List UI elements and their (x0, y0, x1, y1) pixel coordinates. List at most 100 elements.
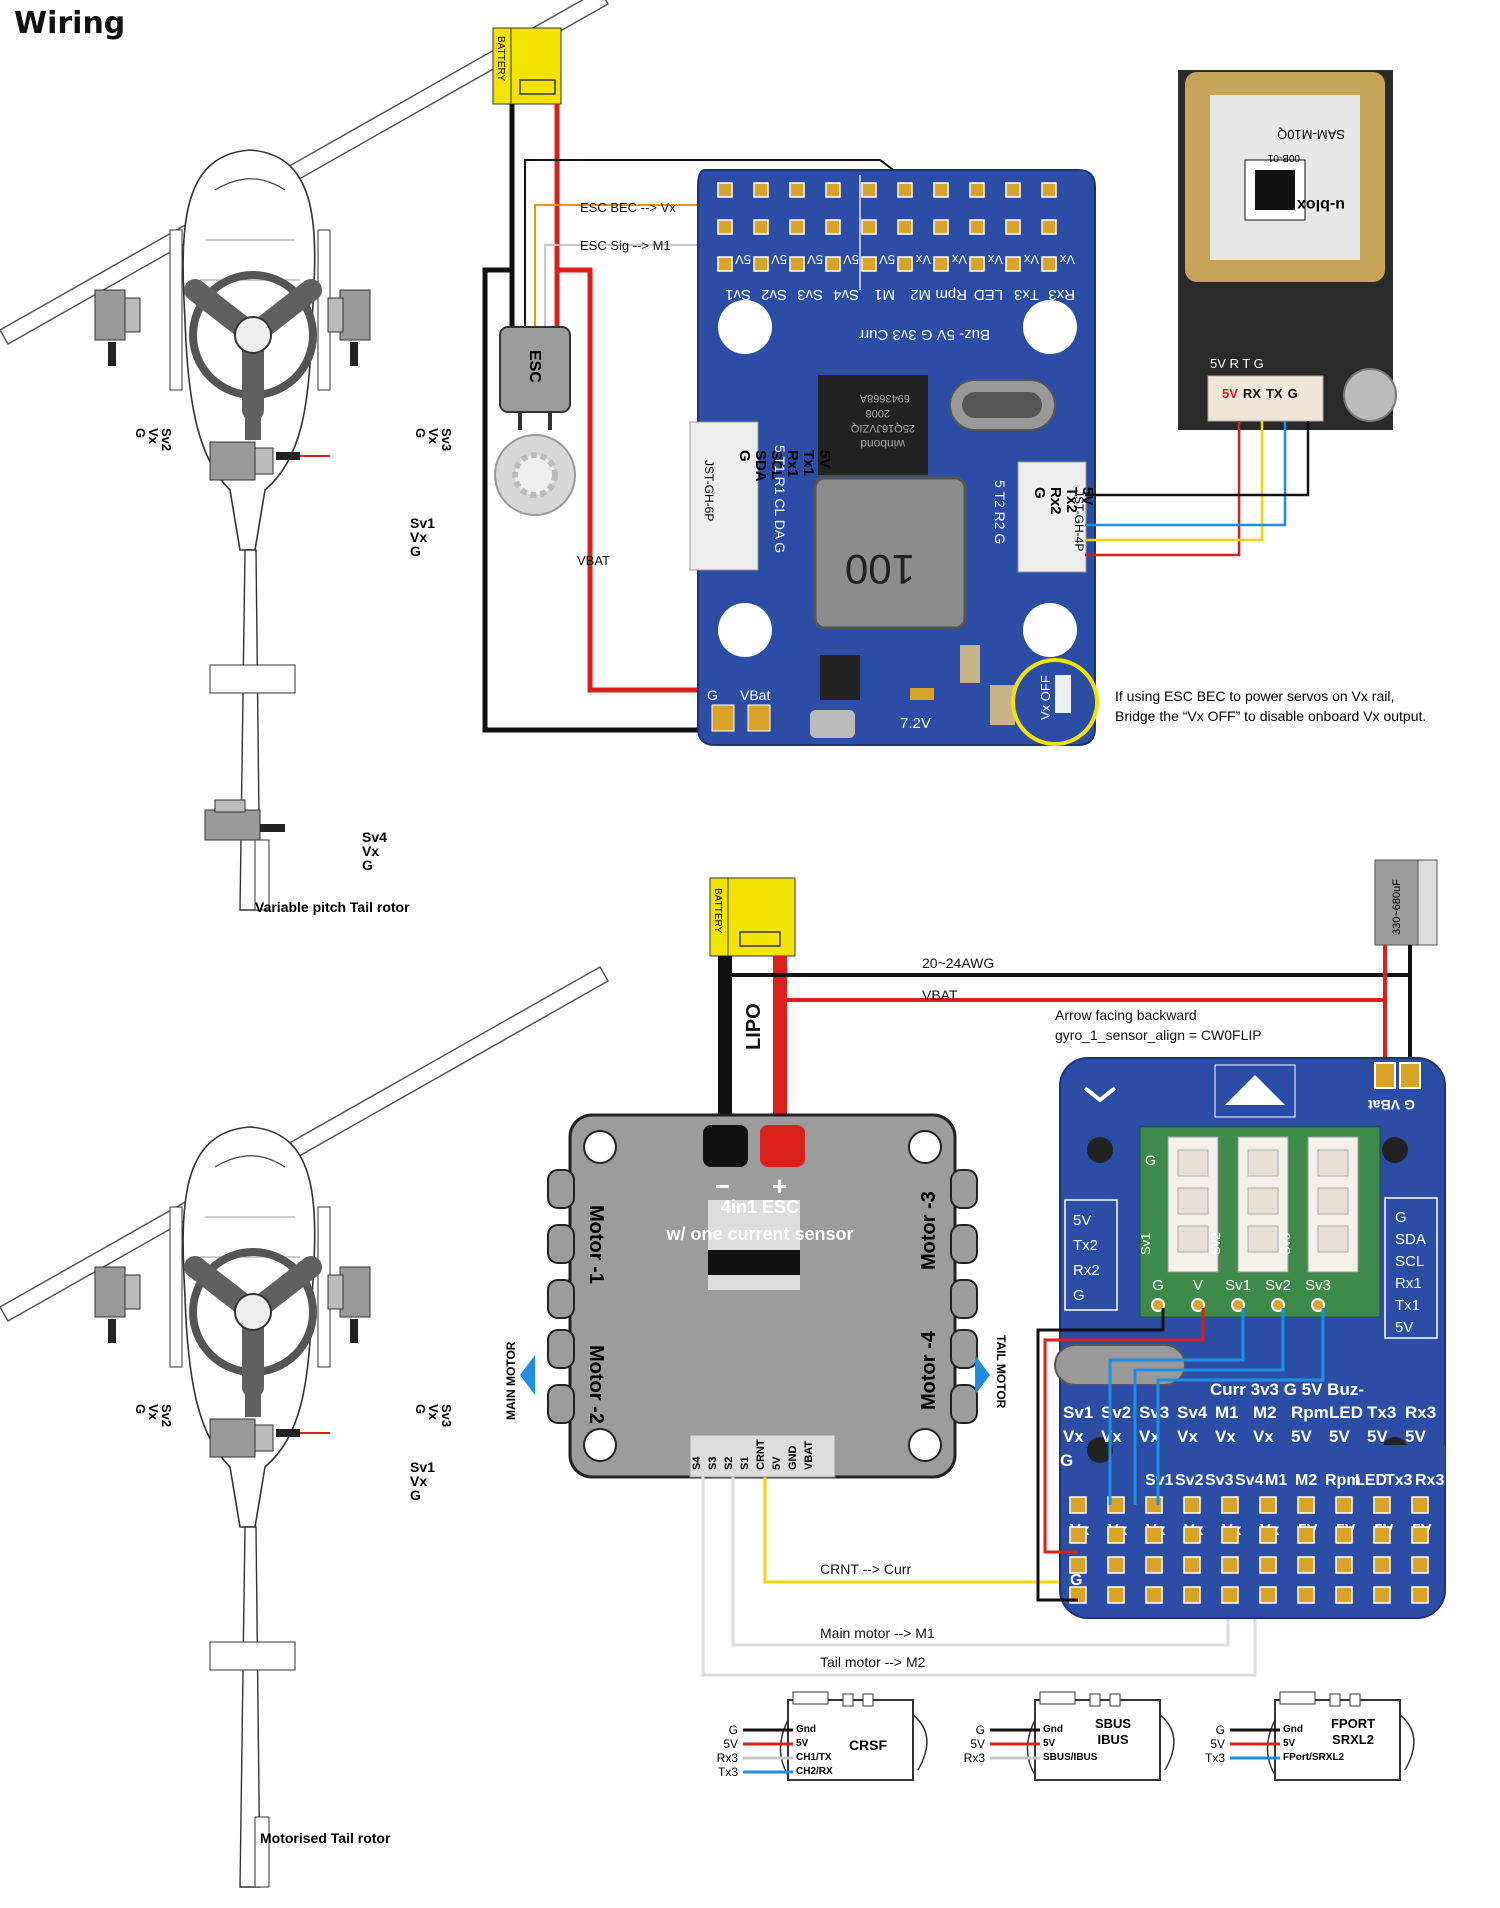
fc-bottom-pad (1411, 1526, 1429, 1544)
row-g-left: G (1060, 1451, 1073, 1470)
fc-bottom-pad (1145, 1586, 1163, 1604)
esc-tab (950, 1329, 978, 1369)
servo-label-part: Vx (426, 1404, 441, 1421)
fc-top-pin-label: 5V (735, 252, 751, 267)
battery-top-label: BATTERY (495, 36, 506, 82)
fc-top-pad (897, 219, 913, 235)
fc-top-pad (861, 219, 877, 235)
receiver-name: SRXL2 (1332, 1732, 1374, 1747)
fc-bottom-pad (1259, 1586, 1277, 1604)
servo-label-part: Sv2 (159, 1404, 174, 1427)
fc-bottom-pin-label: M2 (1295, 1472, 1317, 1489)
receiver-box (1034, 1699, 1161, 1781)
wire-label-vbat: VBAT (577, 553, 610, 568)
receiver-wire-label: 5V (970, 1737, 985, 1751)
fc-top-pin-label: 5V (879, 252, 895, 267)
fc-top-pin-label: LED (974, 286, 1003, 303)
left-silk-label: 5V (1073, 1212, 1091, 1229)
fc-bottom-pad (1373, 1586, 1391, 1604)
left-port-pin: SDA (752, 450, 769, 482)
bottom-helicopter (0, 967, 608, 1887)
servo-side-label: Sv2 (1208, 1233, 1223, 1255)
fc-bottom-pad (1069, 1556, 1087, 1574)
fc-bottom-pad (1183, 1526, 1201, 1544)
fc-bottom-pad (1259, 1556, 1277, 1574)
arrow-note-1: Arrow facing backward (1055, 1007, 1197, 1023)
chip-lot: 6943668A (859, 392, 910, 404)
fc-bottom-pad (1183, 1496, 1201, 1514)
right-silk-label: G (1395, 1209, 1407, 1226)
fc-top-pad (753, 256, 769, 272)
capacitor-label: 330~680uF (1391, 879, 1403, 935)
fc-bottom-pin-label: 5V (1291, 1427, 1312, 1446)
fc-top-pad (825, 256, 841, 272)
gps-wires (1085, 421, 1310, 557)
receiver-wire-label: 5V (1210, 1737, 1225, 1751)
fc-bottom-pad-g: G (1404, 1097, 1415, 1113)
fc-bottom-pin-label: M1 (1265, 1472, 1287, 1489)
left-port-pin: 5V (816, 450, 833, 468)
fc-bottom-pad (1297, 1526, 1315, 1544)
fc-top-pad (1005, 256, 1021, 272)
row-g-bottom: G (1070, 1572, 1082, 1589)
servo-label-part: Sv3 (439, 428, 454, 451)
fc-bottom-pin-label: Vx (1177, 1427, 1198, 1446)
left-port-pin: SCL (768, 450, 785, 480)
right-silk-label: Rx1 (1395, 1275, 1422, 1292)
fc-bottom-pad (1335, 1526, 1353, 1544)
fc-bottom-pin-label: Rx3 (1415, 1472, 1444, 1489)
fc-bottom-pin-label: Sv3 (1139, 1403, 1169, 1422)
receiver-wire-label: G (1216, 1723, 1225, 1737)
fc-bottom-pad (1373, 1526, 1391, 1544)
fc-bottom-pin-label: Vx (1063, 1427, 1084, 1446)
fc-bottom-pad-vbat: VBat (1368, 1097, 1400, 1113)
fc-bottom-pin-label: Rpm (1325, 1472, 1361, 1489)
esc-pin-label: S3 (707, 1457, 719, 1470)
servo-g-label: G (1145, 1152, 1156, 1168)
receiver-pin-label: 5V (796, 1738, 809, 1749)
fc-bottom-pad (1107, 1586, 1125, 1604)
esc-tab (950, 1384, 978, 1424)
servo-label-part: Vx (146, 428, 161, 445)
esc-pin-label: CRNT (755, 1439, 767, 1470)
gps-brand: u-blox (1297, 196, 1345, 213)
esc-tab (950, 1224, 978, 1264)
left-silk-label: Tx2 (1073, 1237, 1098, 1254)
esc-tab (547, 1224, 575, 1264)
receiver-name: IBUS (1097, 1732, 1128, 1747)
servo-header-label: V (1193, 1277, 1203, 1294)
servo-label-part: G (410, 543, 421, 559)
note-line-2: Bridge the “Vx OFF” to disable onboard V… (1115, 708, 1426, 724)
right-silk-label: SDA (1395, 1231, 1426, 1248)
receiver-name: CRSF (849, 1737, 888, 1753)
right-port-name: JST-GH-4P (1072, 490, 1086, 551)
servo-header-pad (1151, 1298, 1165, 1312)
receiver-antenna (1026, 1719, 1036, 1776)
fc-bottom-pad (1145, 1496, 1163, 1514)
receiver-connector (1089, 1693, 1101, 1707)
fc-bottom-pin-label: Rpm (1291, 1403, 1329, 1422)
fc-top-pad (1041, 256, 1057, 272)
receiver-pin-label: CH2/RX (796, 1766, 833, 1777)
receiver-connector (1349, 1693, 1361, 1707)
receiver-connector (862, 1693, 874, 1707)
servo-label-part: Sv4 (362, 829, 387, 845)
fc-top-pad (1005, 182, 1021, 198)
fc-top-pin-label: 5V (843, 252, 859, 267)
fc-bottom-pin-label: 5V (1367, 1427, 1388, 1446)
fc-bottom-pin-label: 5V (1405, 1427, 1426, 1446)
fc-bottom-pad (1107, 1556, 1125, 1574)
note-line-1: If using ESC BEC to power servos on Vx r… (1115, 688, 1394, 704)
receiver-wire-label: G (729, 1723, 738, 1737)
servo-label-part: Sv1 (410, 515, 435, 531)
battery-top: BATTERY (492, 27, 562, 105)
fc-top-pad (969, 219, 985, 235)
fc-top-pad (969, 256, 985, 272)
